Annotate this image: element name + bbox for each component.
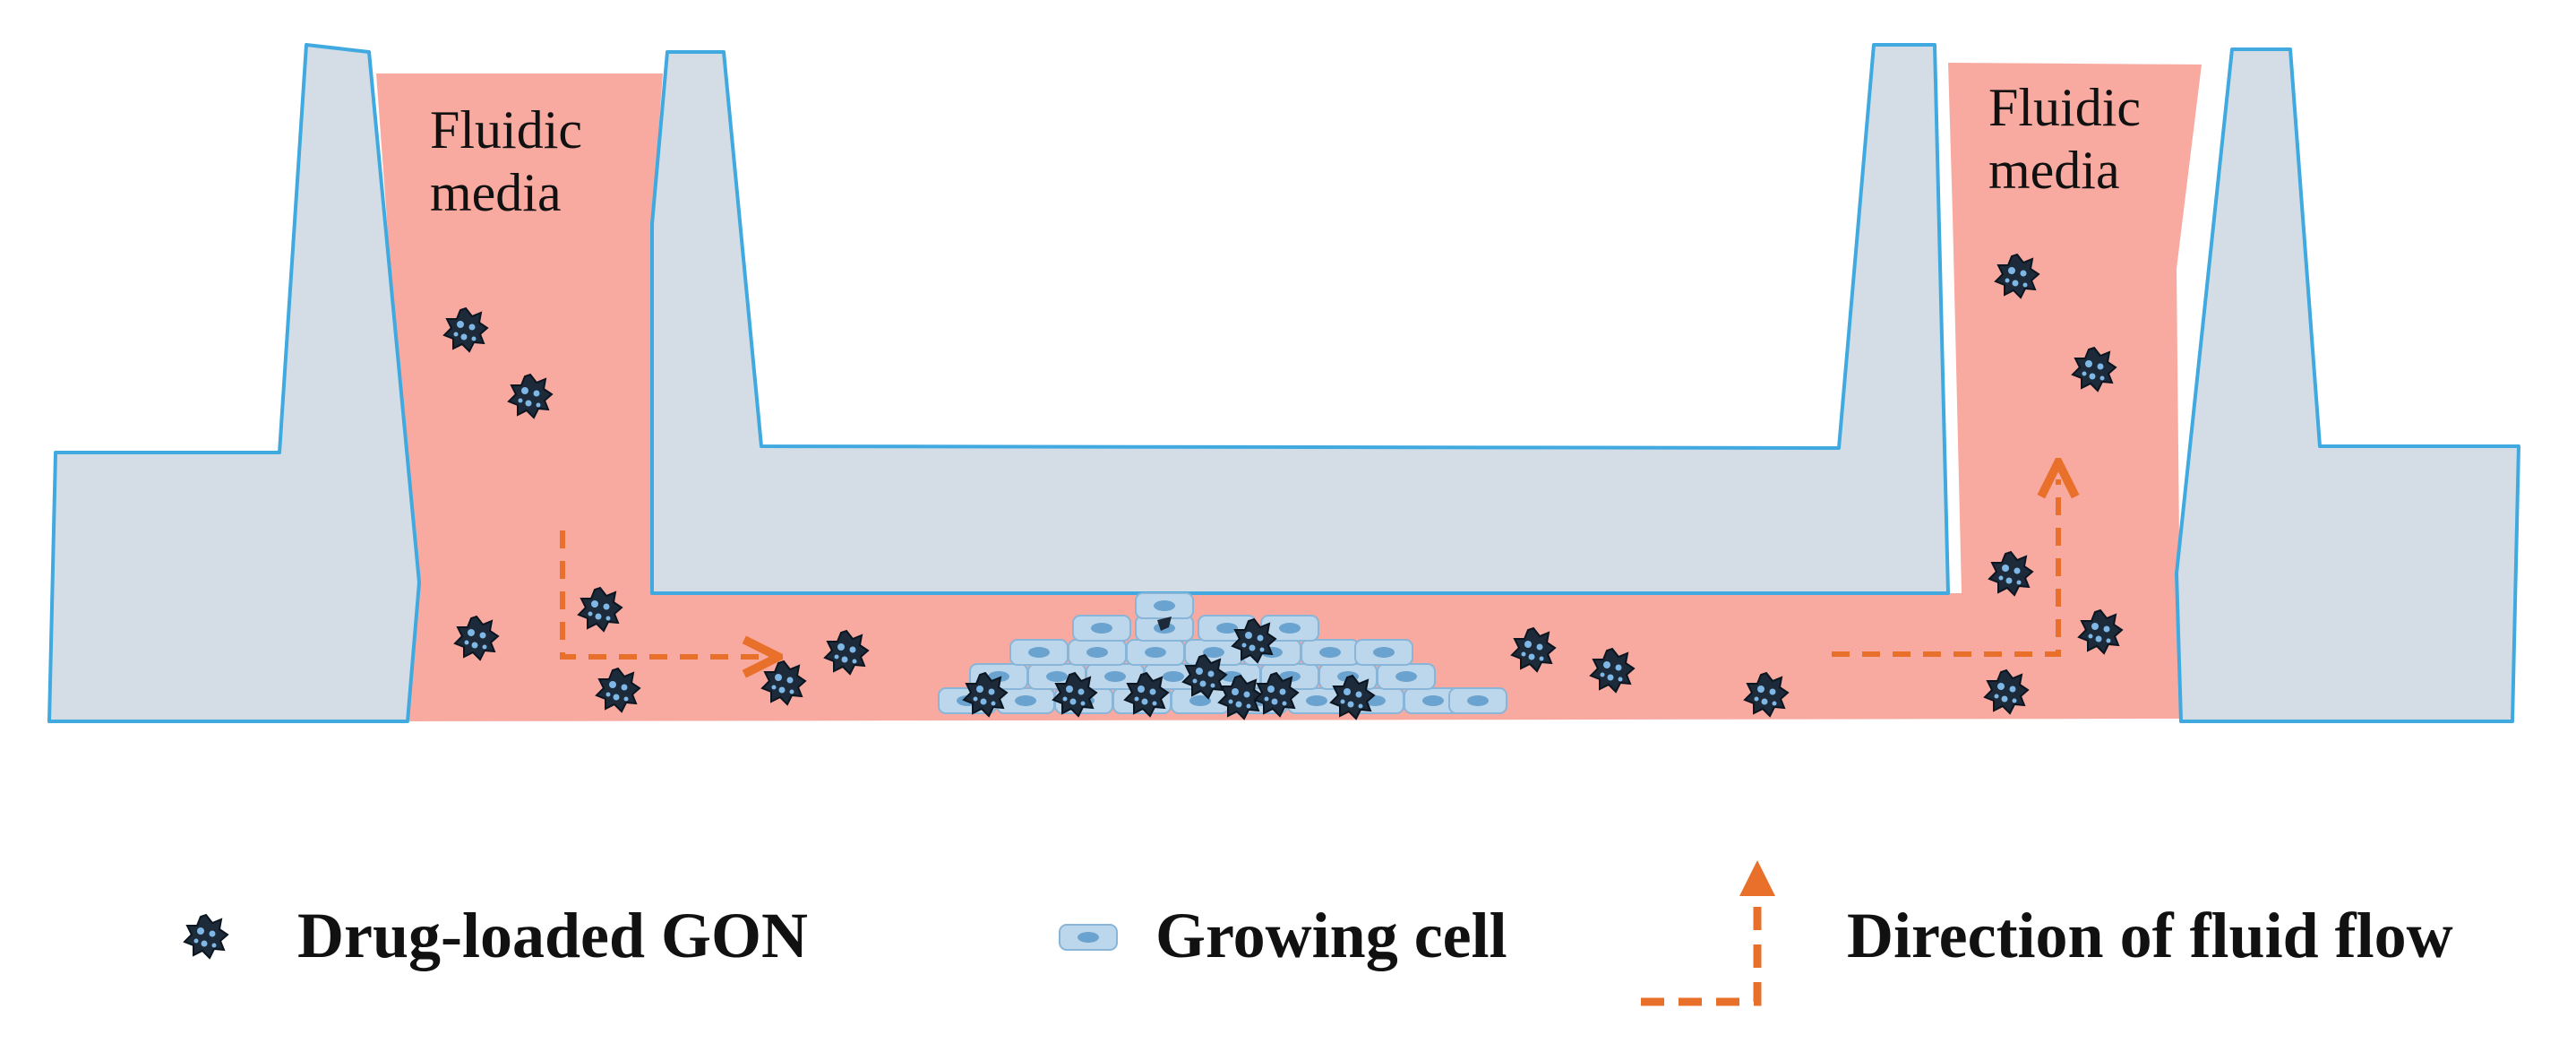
right-chamber-label-line-1: Fluidic — [1988, 78, 2141, 137]
legend: Drug-loaded GON Growing cell Direction o… — [184, 860, 2453, 1006]
left-chamber-label: Fluidic media — [430, 100, 596, 222]
right-chamber-label-line-2: media — [1988, 141, 2120, 200]
growing-cell — [1354, 639, 1413, 666]
growing-cell — [1072, 615, 1131, 642]
flow-arrows — [560, 479, 2058, 657]
right-outer-wall — [2175, 47, 2520, 723]
left-chamber-label-line-2: media — [430, 163, 562, 222]
legend-cell-label: Growing cell — [1155, 900, 1507, 971]
legend-cell-icon — [1059, 924, 1118, 951]
outlet-flow-arrow — [1832, 479, 2058, 657]
growing-cell — [1135, 592, 1194, 619]
growing-cell — [1009, 639, 1069, 666]
left-inner-wall — [650, 43, 1950, 595]
device-walls — [47, 43, 2520, 723]
legend-gon-icon — [184, 914, 228, 959]
left-outer-wall — [47, 43, 421, 723]
legend-flow-label: Direction of fluid flow — [1847, 900, 2453, 971]
growing-cell — [1377, 663, 1436, 690]
left-chamber-label-line-1: Fluidic — [430, 100, 582, 160]
inlet-flow-arrow — [560, 530, 761, 657]
gon-particles — [443, 254, 2123, 720]
legend-gon-label: Drug-loaded GON — [297, 900, 808, 971]
right-chamber-label: Fluidic media — [1988, 78, 2154, 200]
growing-cell — [1068, 639, 1127, 666]
growing-cell — [1448, 687, 1507, 714]
legend-flow-icon — [1641, 860, 1775, 1006]
growing-cell — [1126, 639, 1185, 666]
growing-cell — [1301, 639, 1360, 666]
